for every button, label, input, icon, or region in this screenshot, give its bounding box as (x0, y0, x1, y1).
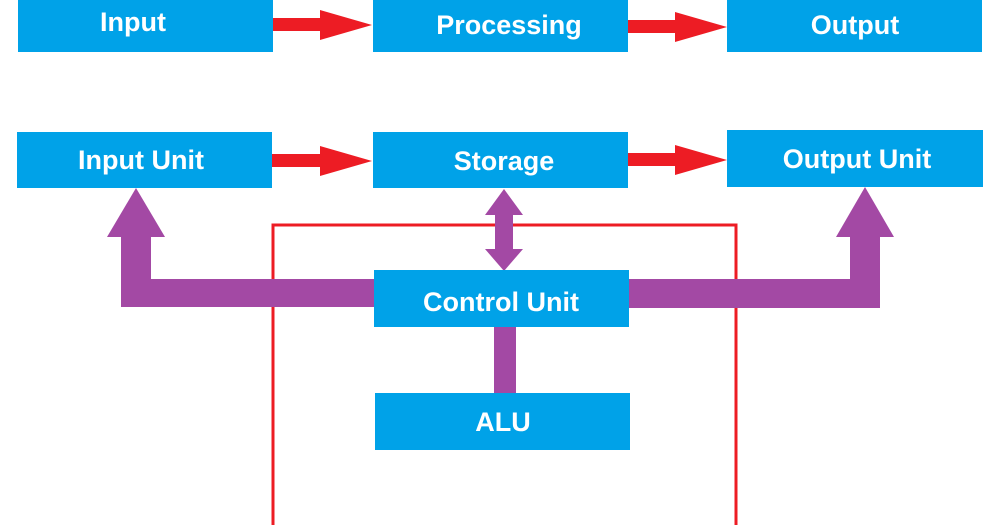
arrow-up-to-storage-icon (485, 189, 523, 215)
box-output-unit: Output Unit (727, 130, 983, 187)
box-alu-label: ALU (475, 407, 531, 437)
box-alu-bg (375, 393, 630, 450)
box-input-unit: Input Unit (17, 132, 272, 188)
control-paths (107, 187, 894, 394)
control-path-to-output-vertical (850, 236, 880, 308)
box-control-unit-label: Control Unit (423, 287, 579, 317)
box-output-bg (727, 0, 982, 52)
box-processing-label: Processing (436, 10, 582, 40)
box-processing: Processing (373, 0, 628, 52)
box-processing-bg (373, 0, 628, 52)
arrow-inputunit-to-storage-shaft (271, 154, 323, 167)
control-path-to-input-horizontal (121, 279, 376, 307)
arrow-processing-to-output-shaft (628, 20, 678, 33)
control-alu-link (494, 326, 516, 394)
box-input-label: Input (100, 7, 166, 37)
box-alu: ALU (375, 393, 630, 450)
storage-control-link (495, 214, 513, 254)
flow-arrows (271, 10, 727, 176)
box-storage: Storage (373, 132, 628, 188)
control-path-to-output-horizontal (627, 279, 880, 308)
box-input-bg (18, 0, 273, 52)
arrow-storage-to-outputunit-icon (675, 145, 727, 175)
arrow-inputunit-to-storage-icon (320, 146, 372, 176)
arrow-storage-to-outputunit-shaft (628, 153, 678, 166)
box-output-unit-bg (727, 130, 983, 187)
box-input-unit-bg (17, 132, 272, 188)
arrow-processing-to-output-icon (675, 12, 727, 42)
box-input: Input (18, 0, 273, 52)
box-control-unit: Control Unit (374, 270, 629, 327)
arrow-up-to-input-unit-icon (107, 188, 165, 237)
box-input-unit-label: Input Unit (78, 145, 204, 175)
arrow-up-to-output-unit-icon (836, 187, 894, 237)
control-path-to-input-vertical (121, 236, 151, 307)
box-output-unit-label: Output Unit (783, 144, 931, 174)
box-storage-bg (373, 132, 628, 188)
arrow-down-to-control-unit-icon (485, 249, 523, 271)
box-control-unit-bg (374, 270, 629, 327)
box-storage-label: Storage (454, 146, 555, 176)
arrow-input-to-processing-icon (320, 10, 372, 40)
box-output: Output (727, 0, 982, 52)
box-output-label: Output (811, 10, 899, 40)
arrow-input-to-processing-shaft (273, 18, 323, 31)
